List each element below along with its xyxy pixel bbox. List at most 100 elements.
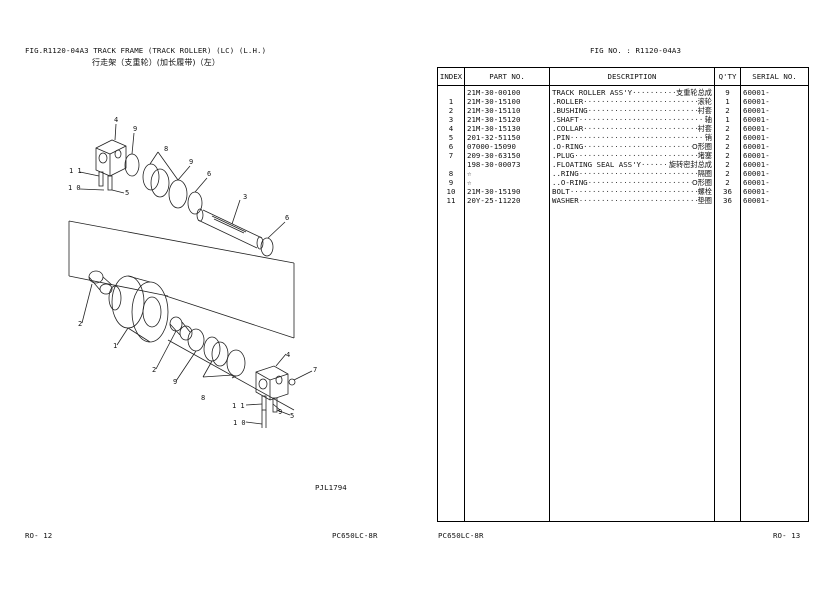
cell-description: WASHER··································… <box>549 196 715 205</box>
cell-description: .PIN····································… <box>549 133 715 142</box>
description-chinese: 衬套 <box>697 106 712 115</box>
description-english: .FLOATING SEAL ASS'Y <box>552 160 641 169</box>
leader-dots: ········································… <box>578 196 698 205</box>
callout-3: 3 <box>243 193 247 201</box>
cell-qty: 36 <box>714 196 741 205</box>
cell-index <box>437 160 465 169</box>
cell-index: 9 <box>437 178 465 187</box>
leader-dots: ········································… <box>578 115 705 124</box>
header-serial-no: SERIAL NO. <box>740 67 809 86</box>
callout-9-lower: 9 <box>278 408 282 416</box>
leader-dots: ········································… <box>574 151 697 160</box>
leader-dots: ········································… <box>641 160 669 169</box>
cell-qty: 2 <box>714 106 741 115</box>
cell-qty: 2 <box>714 151 741 160</box>
description-english: BOLT <box>552 187 570 196</box>
callout-8-bottom: 8 <box>201 394 205 402</box>
cell-index: 3 <box>437 115 465 124</box>
left-footer-page: RO- 12 <box>25 531 53 540</box>
table-filler-row <box>437 205 809 522</box>
callout-4-top: 4 <box>114 116 118 124</box>
cell-index: 1 <box>437 97 465 106</box>
leader-dots: ········································… <box>569 133 705 142</box>
cell-index: 4 <box>437 124 465 133</box>
description-chinese: 螺栓 <box>697 187 712 196</box>
description-chinese: O形圈 <box>691 178 712 187</box>
cell-qty: 2 <box>714 178 741 187</box>
cell-description: .FLOATING SEAL ASS'Y····················… <box>549 160 715 169</box>
cell-qty: 2 <box>714 124 741 133</box>
cell-qty: 2 <box>714 142 741 151</box>
description-english: .PIN <box>552 133 570 142</box>
cell-part-no: 21M-30-15100 <box>464 97 550 106</box>
cell-index <box>437 85 465 97</box>
right-footer-model: PC650LC-8R <box>438 531 484 540</box>
callout-9-bottom: 9 <box>173 378 177 386</box>
figure-title-chinese: 行走架（支重轮）(加长履带)（左） <box>92 58 220 67</box>
header-index: INDEX <box>437 67 465 86</box>
parts-table: INDEX PART NO. DESCRIPTION Q'TY SERIAL N… <box>437 67 809 522</box>
cell-index: 7 <box>437 151 465 160</box>
leader-dots: ········································… <box>587 178 692 187</box>
header-description: DESCRIPTION <box>549 67 715 86</box>
cell-description: .COLLAR·································… <box>549 124 715 133</box>
cell-serial-no: 60001- <box>740 85 809 97</box>
cell-description: .SHAFT··································… <box>549 115 715 124</box>
header-qty: Q'TY <box>714 67 741 86</box>
cell-part-no: ☆ <box>464 169 550 178</box>
cell-serial-no: 60001- <box>740 178 809 187</box>
leader-dots: ········································… <box>583 97 697 106</box>
callout-8-top: 8 <box>164 145 168 153</box>
housing-top-drawing <box>95 139 127 191</box>
description-english: WASHER <box>552 196 579 205</box>
cell-serial-no: 60001- <box>740 169 809 178</box>
cell-part-no: 20Y-25-11220 <box>464 196 550 205</box>
cell-qty: 1 <box>714 115 741 124</box>
cell-serial-no: 60001- <box>740 115 809 124</box>
cell-part-no: 209-30-63150 <box>464 151 550 160</box>
cell-part-no: 21M-30-15190 <box>464 187 550 196</box>
housing-bottom-drawing <box>255 365 289 413</box>
description-chinese: 支重轮总成 <box>676 88 712 97</box>
cell-qty: 2 <box>714 133 741 142</box>
description-english: .BUSHING <box>552 106 588 115</box>
cell-serial-no: 60001- <box>740 97 809 106</box>
cell-qty: 2 <box>714 169 741 178</box>
description-english: .SHAFT <box>552 115 579 124</box>
description-chinese: 隔圈 <box>697 169 712 178</box>
cell-index: 6 <box>437 142 465 151</box>
description-english: .O-RING <box>552 142 584 151</box>
cell-part-no: 07000-15090 <box>464 142 550 151</box>
cell-index: 5 <box>437 133 465 142</box>
cell-part-no: 21M-30-15110 <box>464 106 550 115</box>
callout-6-right: 6 <box>285 214 289 222</box>
callout-5-top: 5 <box>125 189 129 197</box>
description-chinese: 旋转密封总成 <box>668 160 712 169</box>
leader-dots: ········································… <box>632 88 677 97</box>
cell-index: 2 <box>437 106 465 115</box>
figure-title: FIG.R1120-04A3 TRACK FRAME (TRACK ROLLER… <box>25 46 267 55</box>
description-english: .ROLLER <box>552 97 584 106</box>
cell-part-no: 201-32-51150 <box>464 133 550 142</box>
cell-part-no: 21M-30-15130 <box>464 124 550 133</box>
description-chinese: 轴 <box>704 115 712 124</box>
callout-1: 1 <box>113 342 117 350</box>
cell-serial-no: 60001- <box>740 187 809 196</box>
description-english: .PLUG <box>552 151 575 160</box>
table-header-row: INDEX PART NO. DESCRIPTION Q'TY SERIAL N… <box>437 67 809 86</box>
cell-part-no: 198-30-00073 <box>464 160 550 169</box>
image-code: PJL1794 <box>315 483 347 492</box>
cell-index: 10 <box>437 187 465 196</box>
callout-2-bottom: 2 <box>152 366 156 374</box>
description-english: ..RING <box>552 169 579 178</box>
leader-dots: ········································… <box>587 106 698 115</box>
cell-qty: 9 <box>714 85 741 97</box>
